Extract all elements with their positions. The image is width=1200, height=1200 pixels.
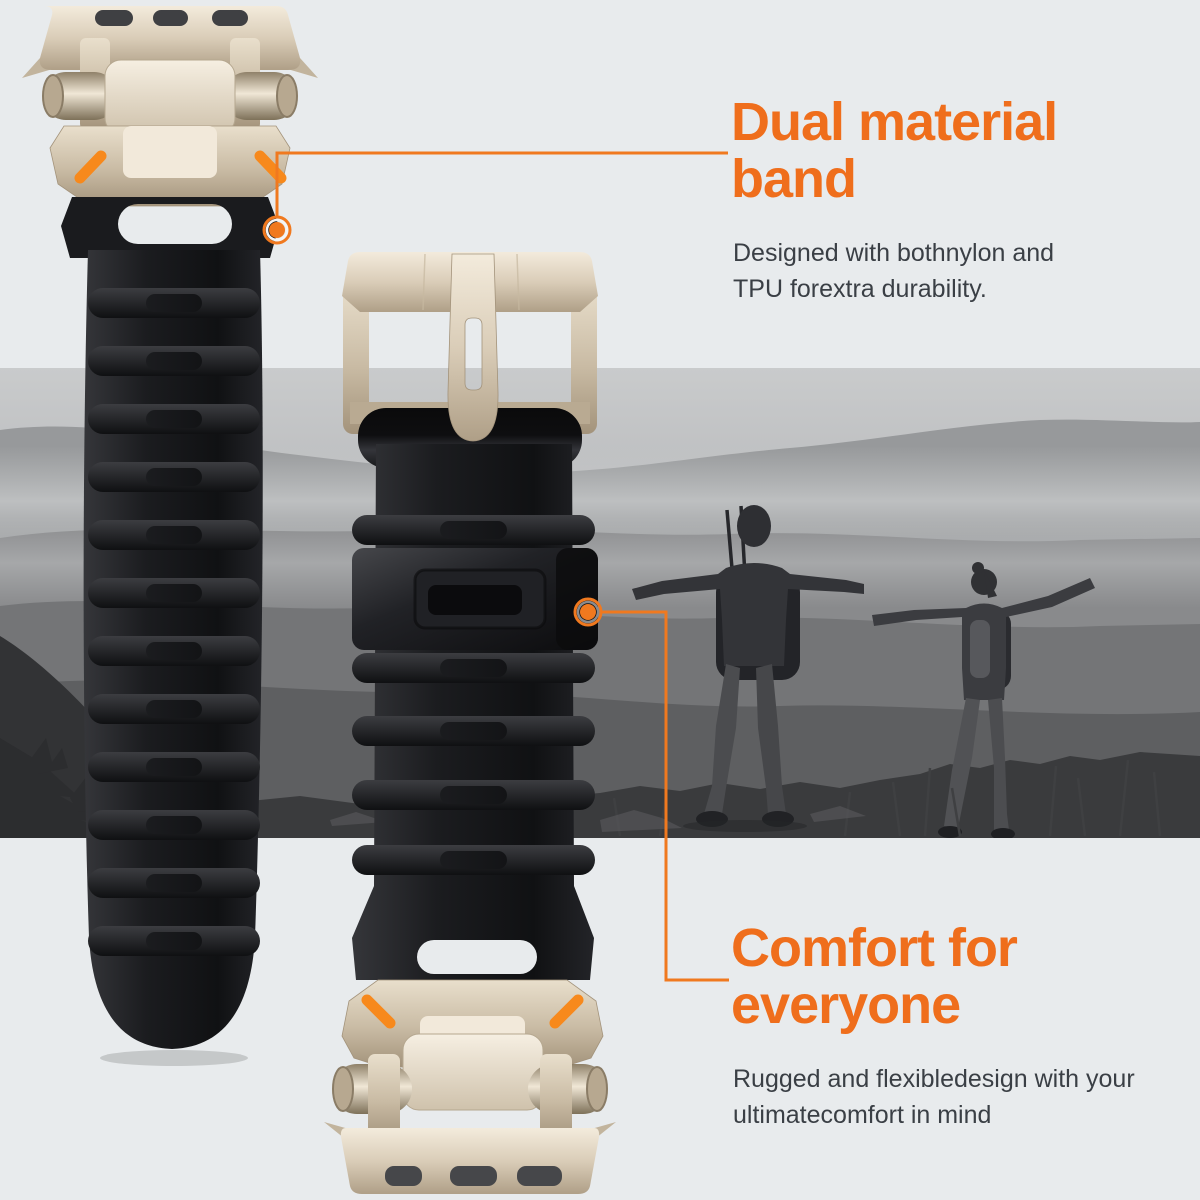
- strap-shadow: [100, 1050, 248, 1066]
- buckle-arm: [343, 284, 369, 434]
- lug-slots: [385, 1166, 562, 1186]
- buckle-arm: [571, 284, 597, 434]
- feature-description-comfort: Rugged and flexibledesign with your ulti…: [733, 1065, 1135, 1129]
- hinge-pivot: [104, 59, 236, 135]
- strap-front: [352, 444, 595, 980]
- feature-description-dual-material: Designed with bothnylon and TPU forextra…: [733, 239, 1055, 303]
- keeper-loop: [352, 548, 598, 650]
- orange-dash-accent: [549, 994, 584, 1029]
- band-strap-back: [61, 197, 279, 1066]
- hinge-arm: [368, 1054, 400, 1140]
- feature-block-dual-material: Dual material band Designed with bothnyl…: [731, 94, 1171, 307]
- strap-body: [83, 250, 263, 1049]
- feature-block-comfort: Comfort for everyone Rugged and flexible…: [731, 920, 1171, 1133]
- hiker-man: [632, 505, 864, 832]
- lug-slots: [95, 10, 248, 26]
- watch-band-front-view: [324, 252, 616, 1194]
- band-adapter-top: [22, 6, 318, 207]
- feature-title-comfort: Comfort for everyone: [731, 918, 1018, 1035]
- orange-dash-accent: [74, 150, 107, 184]
- watch-band-back-view: [22, 6, 318, 1066]
- hiker-woman: [872, 562, 1095, 838]
- buckle-prong: [447, 253, 499, 442]
- callout-line-dual-material: [275, 151, 728, 217]
- strap-end-piece: [61, 197, 279, 258]
- feature-title-dual-material: Dual material band: [731, 92, 1058, 209]
- hinge-pivot: [402, 1033, 544, 1111]
- band-adapter-bottom: [324, 979, 616, 1194]
- hinge-arm: [540, 1054, 572, 1140]
- orange-dash-accent: [361, 994, 396, 1029]
- adapter-tab: [123, 126, 217, 178]
